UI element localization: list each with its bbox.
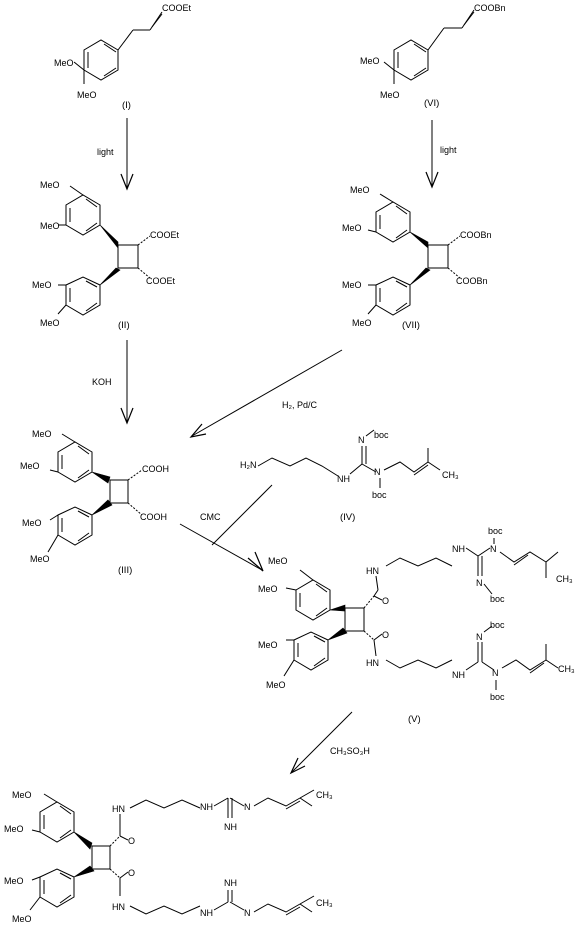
group-hn: HN	[366, 566, 379, 576]
reagent-acid: CH₃SO₃H	[330, 746, 370, 756]
arrow-VI-to-VII: light	[425, 120, 457, 189]
group-ome: MeO	[342, 280, 362, 290]
group-nh: NH	[200, 908, 213, 918]
group-hn: HN	[366, 658, 379, 668]
group-imine: NH	[224, 822, 237, 832]
compound-II: MeO MeO COOEt COOEt MeO MeO (II)	[32, 180, 180, 331]
compound-I: COOEt MeO MeO (I)	[54, 3, 192, 111]
group-o: O	[382, 596, 389, 606]
group-hn: HN	[112, 804, 125, 814]
group-ch3: CH₃	[442, 470, 459, 480]
group-n: N	[490, 544, 497, 554]
group-n: N	[244, 908, 251, 918]
compound-label-IV: (IV)	[340, 512, 355, 523]
group-nh: NH	[452, 670, 465, 680]
reagent-coupling: CMC	[200, 512, 221, 522]
group-ch3: CH₃	[316, 790, 333, 800]
group-o: O	[128, 868, 135, 878]
group-ch3: CH₃	[556, 574, 573, 584]
group-ome: MeO	[40, 180, 60, 190]
arrow-II-to-III: KOH	[92, 340, 134, 425]
compound-V: MeO MeO O HN NH N boc N boc CH₃ MeO	[258, 526, 575, 725]
group-ome: MeO	[380, 90, 400, 100]
compound-label-VII: (VII)	[402, 320, 420, 331]
compound-label-II: (II)	[118, 320, 130, 331]
arrow-VII-to-III: H₂, Pd/C	[189, 349, 343, 438]
compound-VI: COOBn MeO MeO (VI)	[360, 3, 506, 109]
group-ome: MeO	[30, 554, 50, 564]
group-boc: boc	[490, 594, 505, 604]
group-ome: MeO	[4, 876, 24, 886]
group-ome: MeO	[40, 318, 60, 328]
group-boc: boc	[374, 430, 389, 440]
group-ome: MeO	[77, 90, 97, 100]
group-n: N	[358, 435, 365, 445]
group-n: N	[476, 578, 483, 588]
group-imine: NH	[224, 878, 237, 888]
group-cooet: COOEt	[162, 3, 192, 13]
group-boc: boc	[490, 692, 505, 702]
group-ome: MeO	[360, 56, 380, 66]
group-n: N	[374, 467, 381, 477]
group-ome: MeO	[258, 640, 278, 650]
compound-product: MeO MeO O HN NH NH N CH₃ MeO MeO O	[4, 789, 333, 924]
group-ome: MeO	[12, 790, 32, 800]
group-o: O	[382, 630, 389, 640]
arrow-III-IV-to-V: CMC	[179, 484, 273, 572]
group-coobn: COOBn	[474, 3, 506, 13]
reagent-light: light	[97, 147, 114, 157]
arrow-V-to-product: CH₃SO₃H	[289, 711, 370, 775]
compound-label-I: (I)	[122, 100, 131, 111]
group-ome: MeO	[350, 185, 370, 195]
group-n: N	[492, 668, 499, 678]
group-cooet: COOEt	[146, 276, 176, 286]
group-n: N	[476, 632, 483, 642]
group-ome: MeO	[22, 518, 42, 528]
group-nh: NH	[200, 802, 213, 812]
group-ome: MeO	[20, 461, 40, 471]
group-ome: MeO	[258, 584, 278, 594]
reagent-light: light	[440, 145, 457, 155]
compound-VII: MeO MeO COOBn COOBn MeO MeO (VII)	[342, 185, 492, 331]
group-nh2: H₂N	[240, 460, 257, 470]
group-ome: MeO	[266, 680, 286, 690]
group-ome: MeO	[352, 318, 372, 328]
group-boc: boc	[372, 490, 387, 500]
group-ome: MeO	[268, 556, 288, 566]
reagent-hydrogenation: H₂, Pd/C	[282, 400, 318, 410]
group-ome: MeO	[342, 223, 362, 233]
group-ome: MeO	[54, 58, 74, 68]
compound-label-III: (III)	[118, 565, 132, 576]
group-cooh: COOH	[142, 464, 169, 474]
group-nh: NH	[452, 544, 465, 554]
group-coobn: COOBn	[460, 230, 492, 240]
compound-IV: H₂N NH N boc N boc CH₃ (IV)	[240, 429, 459, 523]
group-ome: MeO	[12, 914, 32, 924]
group-ome: MeO	[32, 429, 52, 439]
group-cooh: COOH	[140, 512, 167, 522]
group-ome: MeO	[4, 824, 24, 834]
group-ch3: CH₃	[316, 898, 333, 908]
group-nh: NH	[337, 474, 350, 484]
arrow-I-to-II: light	[97, 118, 134, 191]
compound-III: MeO MeO COOH COOH MeO MeO (III)	[20, 429, 169, 576]
group-boc: boc	[490, 620, 505, 630]
compound-label-V: (V)	[408, 714, 421, 725]
reagent-koh: KOH	[92, 377, 112, 387]
compound-label-VI: (VI)	[424, 98, 439, 109]
group-cooet: COOEt	[150, 230, 180, 240]
group-ome: MeO	[40, 221, 60, 231]
group-n: N	[244, 802, 251, 812]
group-boc: boc	[488, 526, 503, 536]
group-ch3: CH₃	[558, 664, 575, 674]
group-ome: MeO	[32, 280, 52, 290]
group-hn: HN	[112, 902, 125, 912]
group-coobn: COOBn	[456, 276, 488, 286]
group-o: O	[128, 836, 135, 846]
